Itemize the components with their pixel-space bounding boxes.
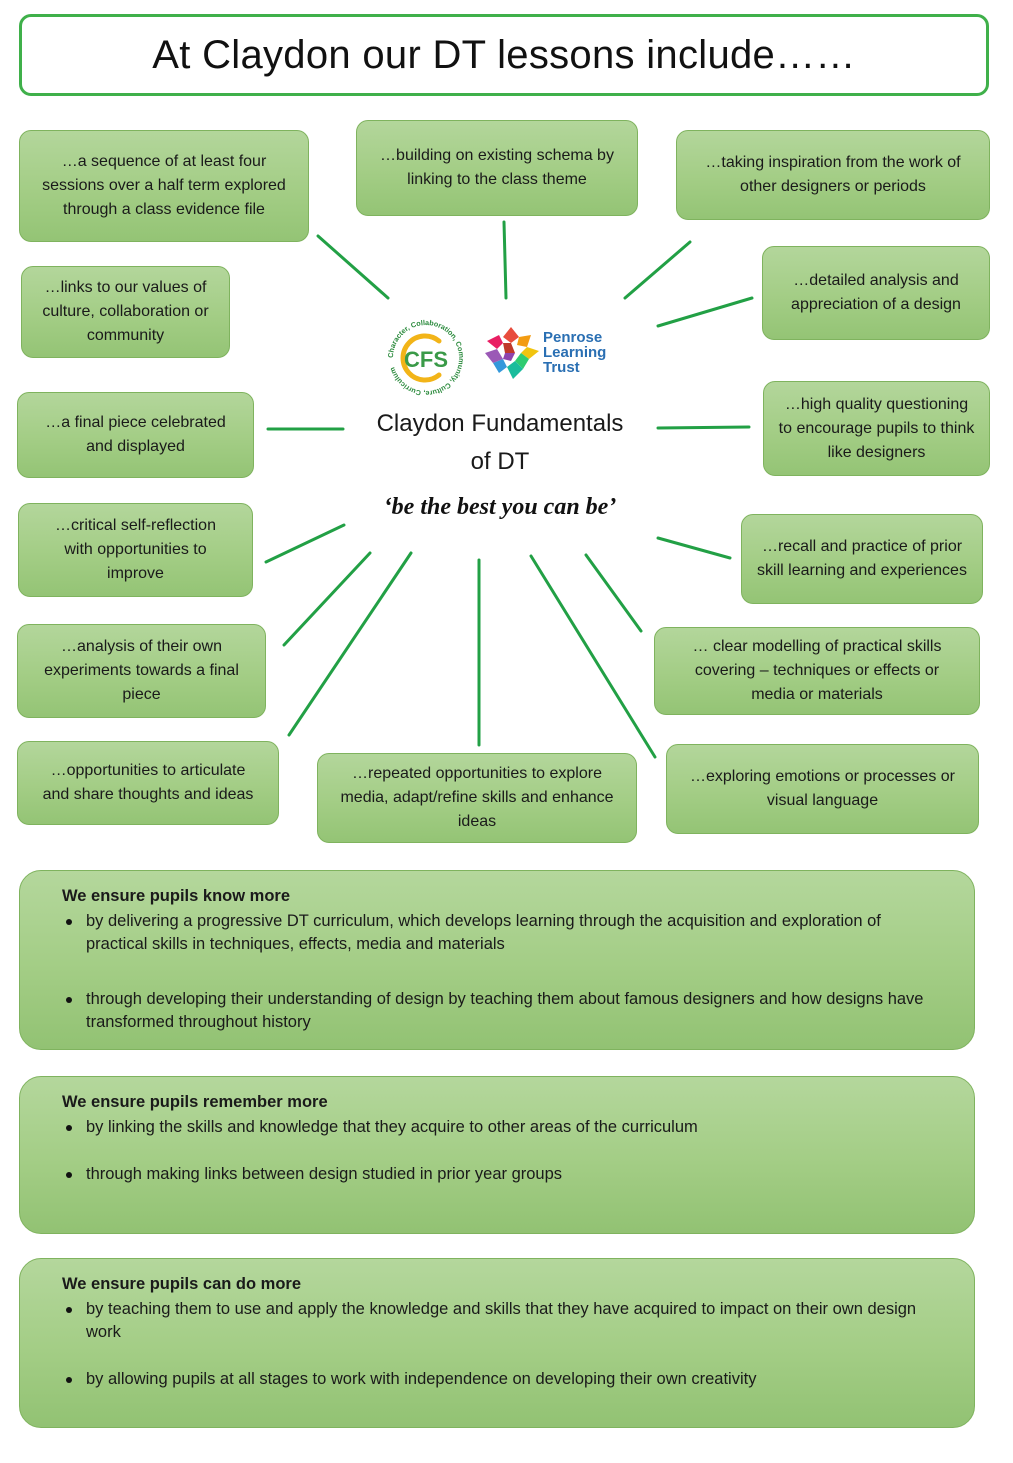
node-analysis-design: …detailed analysis and appreciation of a… <box>762 246 990 340</box>
spoke-line <box>529 554 657 759</box>
node-text: …taking inspiration from the work of oth… <box>705 154 961 195</box>
list-item: by allowing pupils at all stages to work… <box>66 1368 944 1391</box>
penrose-line: Trust <box>543 359 580 376</box>
panel-heading: We ensure pupils know more <box>62 887 290 905</box>
cfs-logo: Character, Collaboration, Community, Cul… <box>386 318 466 398</box>
node-text: …high quality questioning to encourage p… <box>778 395 975 461</box>
node-text: …links to our values of culture, collabo… <box>42 279 209 344</box>
panel-heading: We ensure pupils can do more <box>62 1275 302 1293</box>
page-title: At Claydon our DT lessons include…… <box>152 32 856 77</box>
panel-list: by linking the skills and knowledge that… <box>62 1116 944 1186</box>
node-schema: …building on existing schema by linking … <box>356 120 638 216</box>
panel-know-more: We ensure pupils know more by delivering… <box>19 870 975 1050</box>
spoke-line <box>656 536 732 560</box>
node-text: …detailed analysis and appreciation of a… <box>791 272 961 313</box>
node-text: …recall and practice of prior skill lear… <box>757 538 967 579</box>
node-text: …opportunities to articulate and share t… <box>42 762 254 803</box>
node-self-reflection: …critical self-reflection with opportuni… <box>18 503 253 597</box>
node-text: …repeated opportunities to explore media… <box>340 765 614 830</box>
center-title-line1: Claydon Fundamentals <box>376 410 624 437</box>
cfs-monogram: CFS <box>404 347 448 372</box>
node-repeated: …repeated opportunities to explore media… <box>317 753 637 843</box>
node-text: …a final piece celebrated and displayed <box>45 414 226 455</box>
node-text: … clear modelling of practical skills co… <box>692 638 942 703</box>
spoke-lines <box>264 220 754 759</box>
center-title-line2: of DT <box>470 448 530 475</box>
node-questioning: …high quality questioning to encourage p… <box>763 381 990 476</box>
node-experiments: …analysis of their own experiments towar… <box>17 624 266 718</box>
spoke-line <box>264 523 346 564</box>
spoke-line <box>656 425 751 430</box>
node-final-piece: …a final piece celebrated and displayed <box>17 392 254 478</box>
node-text: …exploring emotions or processes or visu… <box>689 768 955 809</box>
node-modelling: … clear modelling of practical skills co… <box>654 627 980 715</box>
spoke-line <box>287 551 413 737</box>
spoke-line <box>282 551 372 647</box>
node-articulate: …opportunities to articulate and share t… <box>17 741 279 825</box>
title-box: At Claydon our DT lessons include…… <box>19 14 989 96</box>
node-values: …links to our values of culture, collabo… <box>21 266 230 358</box>
motto: ‘be the best you can be’ <box>383 494 617 520</box>
node-inspiration: …taking inspiration from the work of oth… <box>676 130 990 220</box>
panel-remember-more: We ensure pupils remember more by linkin… <box>19 1076 975 1234</box>
node-text: …building on existing schema by linking … <box>380 147 614 188</box>
spoke-line <box>502 220 508 300</box>
list-item: by delivering a progressive DT curriculu… <box>66 910 944 956</box>
spoke-line <box>656 296 754 328</box>
node-sequence: …a sequence of at least four sessions ov… <box>19 130 309 242</box>
panel-heading: We ensure pupils remember more <box>62 1093 328 1111</box>
node-recall: …recall and practice of prior skill lear… <box>741 514 983 604</box>
list-item: through making links between design stud… <box>66 1163 944 1186</box>
node-emotions: …exploring emotions or processes or visu… <box>666 744 979 834</box>
penrose-logo-icon <box>485 327 539 379</box>
node-text: …critical self-reflection with opportuni… <box>55 517 216 582</box>
panel-list: by teaching them to use and apply the kn… <box>62 1298 944 1391</box>
list-item: through developing their understanding o… <box>66 988 944 1034</box>
penrose-line: Penrose <box>543 329 603 346</box>
penrose-wordmark: Penrose Learning Trust <box>543 330 606 375</box>
node-text: …a sequence of at least four sessions ov… <box>42 153 286 218</box>
penrose-line: Learning <box>543 344 607 361</box>
spoke-line <box>316 234 390 300</box>
list-item: by linking the skills and knowledge that… <box>66 1116 944 1139</box>
list-item: by teaching them to use and apply the kn… <box>66 1298 944 1344</box>
spoke-line <box>623 240 692 300</box>
node-text: …analysis of their own experiments towar… <box>44 638 239 703</box>
panel-do-more: We ensure pupils can do more by teaching… <box>19 1258 975 1428</box>
center-title: Claydon Fundamentals of DT <box>340 405 660 481</box>
panel-list: by delivering a progressive DT curriculu… <box>62 910 944 1034</box>
spoke-line <box>584 553 643 633</box>
